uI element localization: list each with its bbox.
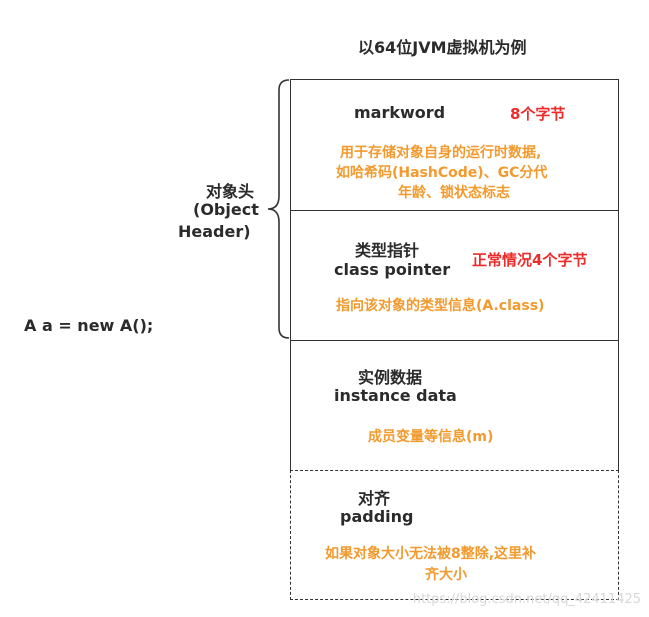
diagram-title: 以64位JVM虚拟机为例 — [358, 38, 527, 57]
object-header-brace — [267, 79, 290, 339]
instance-data-en-name: instance data — [334, 386, 457, 405]
instance-data-desc: 成员变量等信息(m) — [368, 429, 494, 445]
padding-cn-name: 对齐 — [358, 489, 391, 508]
class-pointer-cn-name: 类型指针 — [355, 241, 420, 260]
markword-name: markword — [354, 103, 446, 122]
padding-box — [290, 470, 619, 600]
markword-desc-line2: 如哈希码(HashCode)、GC分代 — [336, 165, 548, 181]
padding-desc-line2: 齐大小 — [425, 567, 467, 583]
markword-box — [290, 79, 619, 211]
instance-data-cn-name: 实例数据 — [358, 368, 423, 387]
code-example: A a = new A(); — [24, 316, 154, 335]
instance-data-box — [290, 340, 619, 471]
class-pointer-en-name: class pointer — [334, 260, 451, 279]
object-header-en-label-2: Header) — [178, 222, 251, 241]
watermark: https://blog.csdn.net/qq_42411425 — [412, 592, 641, 607]
markword-size: 8个字节 — [510, 105, 566, 123]
object-header-en-label-1: (Object — [193, 200, 259, 219]
class-pointer-size: 正常情况4个字节 — [472, 251, 588, 269]
class-pointer-desc: 指向该对象的类型信息(A.class) — [336, 298, 545, 314]
padding-desc-line1: 如果对象大小无法被8整除,这里补 — [325, 546, 537, 562]
markword-desc-line1: 用于存储对象自身的运行时数据, — [340, 145, 542, 161]
class-pointer-box — [290, 210, 619, 341]
markword-desc-line3: 年龄、锁状态标志 — [398, 185, 510, 201]
padding-en-name: padding — [340, 507, 414, 526]
object-header-cn-label: 对象头 — [206, 182, 255, 201]
